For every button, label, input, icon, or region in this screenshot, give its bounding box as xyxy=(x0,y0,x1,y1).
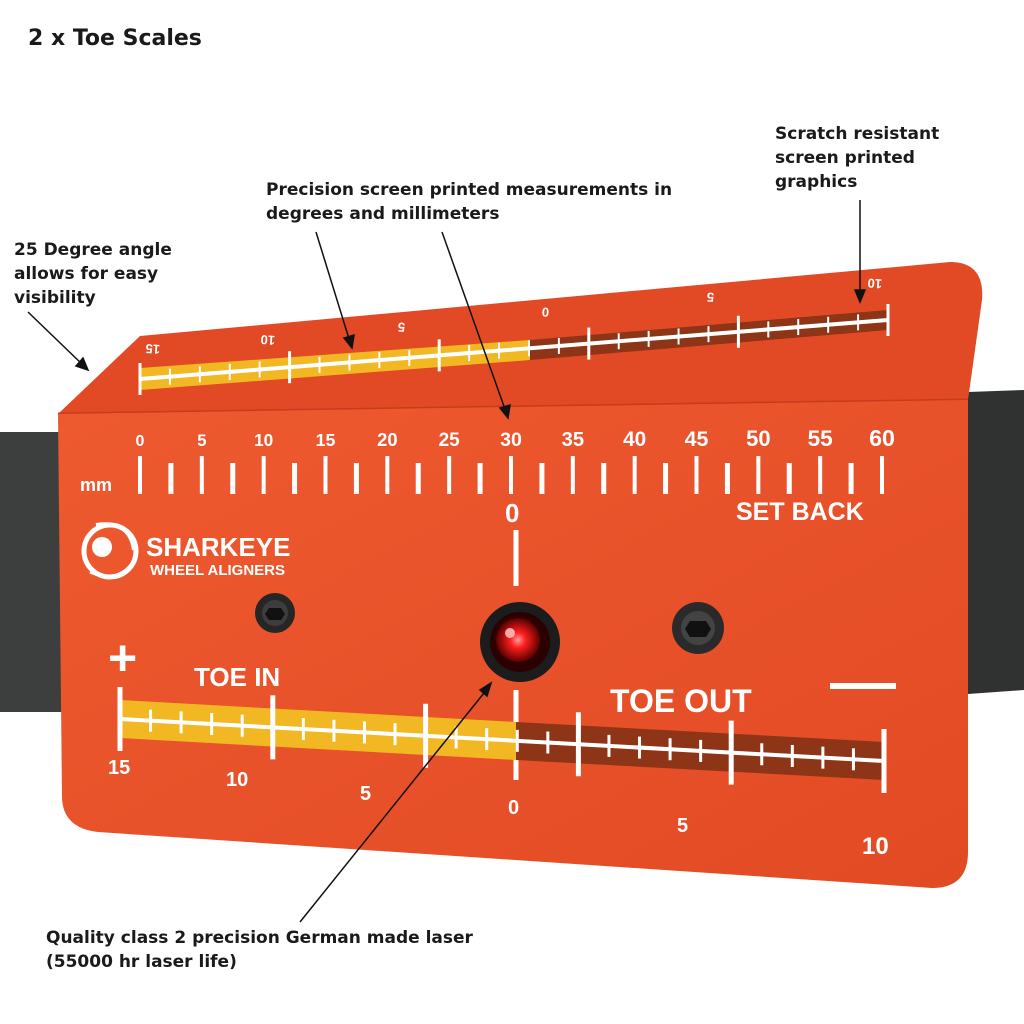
mm-label: mm xyxy=(80,475,112,495)
toe-in-number: 5 xyxy=(360,783,371,805)
mm-scale-label: 20 xyxy=(377,429,397,450)
brand-subtitle: WHEEL ALIGNERS xyxy=(150,562,285,579)
top-scale-ticks xyxy=(138,304,890,395)
minus-sign xyxy=(830,683,896,689)
leader-precision-left xyxy=(315,231,351,343)
leader-laser xyxy=(299,687,489,923)
top-scale-number: 5 xyxy=(397,320,405,335)
mm-scale-label: 55 xyxy=(808,426,833,451)
mm-scale-label: 35 xyxy=(562,429,584,451)
top-scale-number: 10 xyxy=(867,275,882,291)
arrowhead-icon xyxy=(74,356,90,372)
mount-bar-left xyxy=(0,432,70,712)
plus-sign: + xyxy=(108,630,137,686)
annotation-scratch-resistant: Scratch resistant screen printed graphic… xyxy=(775,124,940,192)
toe-out-number: 10 xyxy=(862,833,889,860)
mm-scale-label: 10 xyxy=(254,430,273,450)
arrowhead-icon xyxy=(853,289,867,304)
top-scale-line xyxy=(139,318,889,381)
mm-scale-label: 60 xyxy=(869,425,895,451)
setback-label: SET BACK xyxy=(736,498,864,526)
top-scale-number: 0 xyxy=(541,305,549,320)
arrowhead-icon xyxy=(498,403,511,420)
toe-out-number: 0 xyxy=(508,797,519,819)
mm-scale-label: 30 xyxy=(500,429,522,451)
mm-scale-ticks xyxy=(138,456,884,494)
toe-in-number: 15 xyxy=(108,757,130,779)
callout-leaders xyxy=(27,200,867,923)
arrowhead-icon xyxy=(342,333,355,350)
toe-in-label: TOE IN xyxy=(194,662,280,692)
mm-scale-label: 5 xyxy=(197,431,206,450)
leader-precision-right xyxy=(441,231,507,413)
sharkeye-logo-icon xyxy=(81,522,139,580)
toe-scale-ticks xyxy=(117,687,887,793)
screw-right-icon xyxy=(672,602,724,654)
mm-scale-label: 45 xyxy=(685,427,709,451)
mm-scale-label: 0 xyxy=(136,433,145,450)
mm-scale-labels: 0 5 10 15 20 25 30 35 40 45 50 55 60 xyxy=(136,425,895,451)
arrowhead-icon xyxy=(478,681,493,698)
mm-scale-label: 40 xyxy=(623,428,646,451)
mm-scale-label: 25 xyxy=(439,430,461,451)
toe-in-number: 10 xyxy=(226,769,248,791)
screw-left-icon xyxy=(255,593,295,633)
toe-scale-line xyxy=(119,717,885,763)
toe-out-label: TOE OUT xyxy=(610,683,752,719)
top-scale-number: 15 xyxy=(145,341,160,357)
brand-name: SHARKEYE xyxy=(146,532,290,562)
mm-scale-label: 15 xyxy=(316,430,336,450)
center-zero-label: 0 xyxy=(505,498,519,528)
top-scale-number: 10 xyxy=(260,332,275,348)
top-plate xyxy=(58,262,983,414)
laser-emitter-icon xyxy=(480,602,560,682)
top-scale-number: 5 xyxy=(706,290,714,305)
page-title: 2 x Toe Scales xyxy=(28,26,202,51)
mm-scale-label: 50 xyxy=(746,426,770,451)
annotation-angle: 25 Degree angle allows for easy visibili… xyxy=(14,240,172,308)
annotation-precision-measurements: Precision screen printed measurements in… xyxy=(266,180,673,224)
leader-angle xyxy=(27,311,85,367)
toe-out-number: 5 xyxy=(677,815,688,837)
annotation-laser: Quality class 2 precision German made la… xyxy=(46,928,473,972)
mount-bar-right xyxy=(968,390,1024,694)
